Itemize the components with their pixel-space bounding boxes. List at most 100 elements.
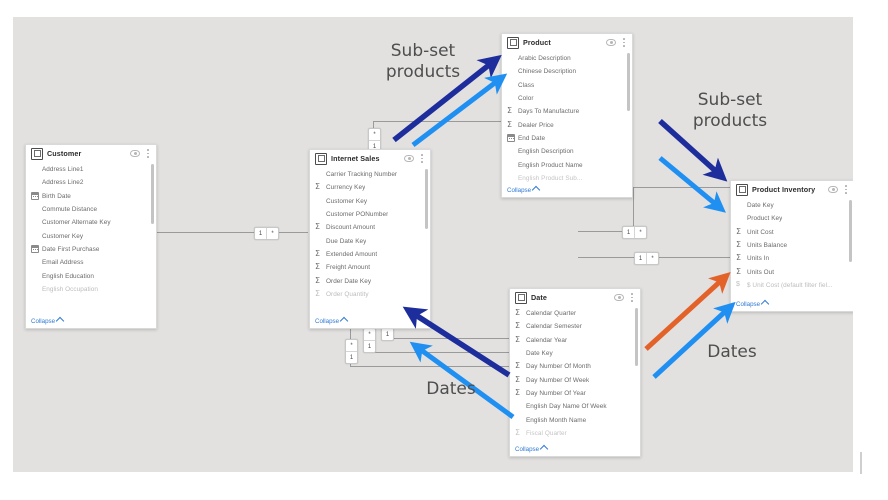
cardinality-badge-date-sales-1[interactable]: * 1 [345,339,358,364]
field-row[interactable]: Day Number Of Month [510,360,640,373]
field-row[interactable]: Extended Amount [310,248,430,261]
field-row[interactable]: Discount Amount [310,221,430,234]
more-options-icon[interactable] [620,37,628,48]
table-card-customer[interactable]: Customer Address Line1 Address Line2 Bir… [25,144,157,329]
table-title: Product [523,38,551,47]
hide-eye-icon[interactable] [130,150,140,157]
cardinality-many: * [639,229,642,236]
collapse-label: Collapse [736,300,761,308]
table-icon [315,152,327,165]
table-collapse-date[interactable]: Collapse [510,442,640,456]
field-row[interactable]: Order Date Key [310,274,430,287]
cardinality-badge-customer-sales[interactable]: 1 * [254,227,279,240]
sum-sigma-icon [515,361,523,371]
table-scrollbar[interactable] [849,200,852,262]
relationship-line-product-inventory-v [633,187,634,231]
relationship-line-customer-sales [155,232,308,233]
table-header-product-inventory[interactable]: Product Inventory [731,181,853,198]
table-header-product[interactable]: Product [502,34,632,51]
model-diagram-canvas[interactable]: 1 * * 1 1 * 1 * * 1 * 1 * 1 [13,17,853,472]
cardinality-badge-product-inventory[interactable]: 1 * [622,226,647,239]
collapse-label: Collapse [515,445,540,453]
more-options-icon[interactable] [144,148,152,159]
more-options-icon[interactable] [842,184,850,195]
field-row[interactable]: Units Balance [731,239,853,252]
table-title: Internet Sales [331,154,380,163]
table-scrollbar[interactable] [425,169,428,229]
table-scrollbar[interactable] [627,53,630,111]
table-header-customer[interactable]: Customer [26,145,156,162]
relationship-line-date-sales-2h [368,352,510,353]
arrow-dates-bottom-navy [402,306,511,378]
sum-sigma-icon [736,253,744,263]
field-row[interactable]: Order Quantity [310,288,430,301]
field-row[interactable]: Calendar Quarter [510,307,640,320]
annotation-arrows-layer [392,54,736,420]
hide-eye-icon[interactable] [828,186,838,193]
sum-sigma-icon [507,106,515,116]
table-collapse-product[interactable]: Collapse [502,183,632,197]
annotation-dates-bottom: Dates [426,379,476,399]
table-collapse-customer[interactable]: Collapse [26,314,156,328]
field-row[interactable]: Birth Date [26,190,156,203]
field-row[interactable]: Date First Purchase [26,243,156,256]
field-row[interactable]: Freight Amount [310,261,430,274]
table-collapse-internet-sales[interactable]: Collapse [310,314,430,328]
sum-sigma-icon [515,335,523,345]
field-row[interactable]: Calendar Year [510,334,640,347]
table-card-product-inventory[interactable]: Product Inventory Date Key Product Key U… [730,180,853,312]
table-title: Date [531,293,547,302]
table-field-list-customer[interactable]: Address Line1 Address Line2 Birth Date C… [26,162,156,314]
sum-sigma-icon [315,276,323,286]
hide-eye-icon[interactable] [606,39,616,46]
sum-sigma-icon [315,222,323,232]
field-row[interactable]: Units Out [731,265,853,278]
table-scrollbar[interactable] [151,164,154,224]
field-row[interactable]: Day Number Of Week [510,373,640,386]
table-collapse-product-inventory[interactable]: Collapse [731,297,853,311]
table-header-internet-sales[interactable]: Internet Sales [310,150,430,167]
table-field-list-product-inventory[interactable]: Date Key Product Key Unit Cost Units Bal… [731,198,853,297]
table-header-date[interactable]: Date [510,289,640,306]
cardinality-one: 1 [349,354,354,361]
field-row[interactable]: Unit Cost [731,226,853,239]
table-icon [31,147,43,160]
table-scrollbar[interactable] [635,308,638,366]
table-card-date[interactable]: Date Calendar Quarter Calendar Semester … [509,288,641,457]
arrow-dates-right-blue [652,301,736,379]
more-options-icon[interactable] [418,153,426,164]
cardinality-badge-date-inventory[interactable]: 1 * [634,252,659,265]
cardinality-many: * [346,340,357,352]
arrow-dates-bottom-blue [409,341,515,420]
field-row[interactable]: End Date [502,132,632,145]
field-row[interactable]: $ Unit Cost (default filter fiel... [731,279,853,292]
table-field-list-date[interactable]: Calendar Quarter Calendar Semester Calen… [510,306,640,442]
field-row[interactable]: Units In [731,252,853,265]
table-field-list-product[interactable]: Arabic Description Chinese Description C… [502,51,632,183]
field-row[interactable]: Calendar Semester [510,320,640,333]
arrow-subset-products-right-blue [658,156,726,213]
collapse-label: Collapse [31,317,56,325]
hide-eye-icon[interactable] [614,294,624,301]
arrow-subset-products-navy [392,54,502,143]
sum-sigma-icon [736,227,744,237]
field-row[interactable]: Currency Key [310,181,430,194]
more-options-icon[interactable] [628,292,636,303]
hide-eye-icon[interactable] [404,155,414,162]
field-row[interactable]: Dealer Price [502,118,632,131]
table-icon [736,183,748,196]
field-row[interactable]: Fiscal Quarter [510,427,640,440]
field-row[interactable]: Days To Manufacture [502,105,632,118]
calendar-icon [31,192,39,201]
arrow-subset-products-right-navy [658,118,728,182]
field-row[interactable]: Day Number Of Year [510,387,640,400]
table-card-internet-sales[interactable]: Internet Sales Carrier Tracking Number C… [309,149,431,329]
table-field-list-internet-sales[interactable]: Carrier Tracking Number Currency Key Cus… [310,167,430,314]
sum-sigma-icon [515,321,523,331]
cardinality-one: 1 [372,143,377,150]
table-icon [515,291,527,304]
table-card-product[interactable]: Product Arabic Description Chinese Descr… [501,33,633,198]
cardinality-many: * [271,230,274,237]
cardinality-many: * [369,129,380,141]
